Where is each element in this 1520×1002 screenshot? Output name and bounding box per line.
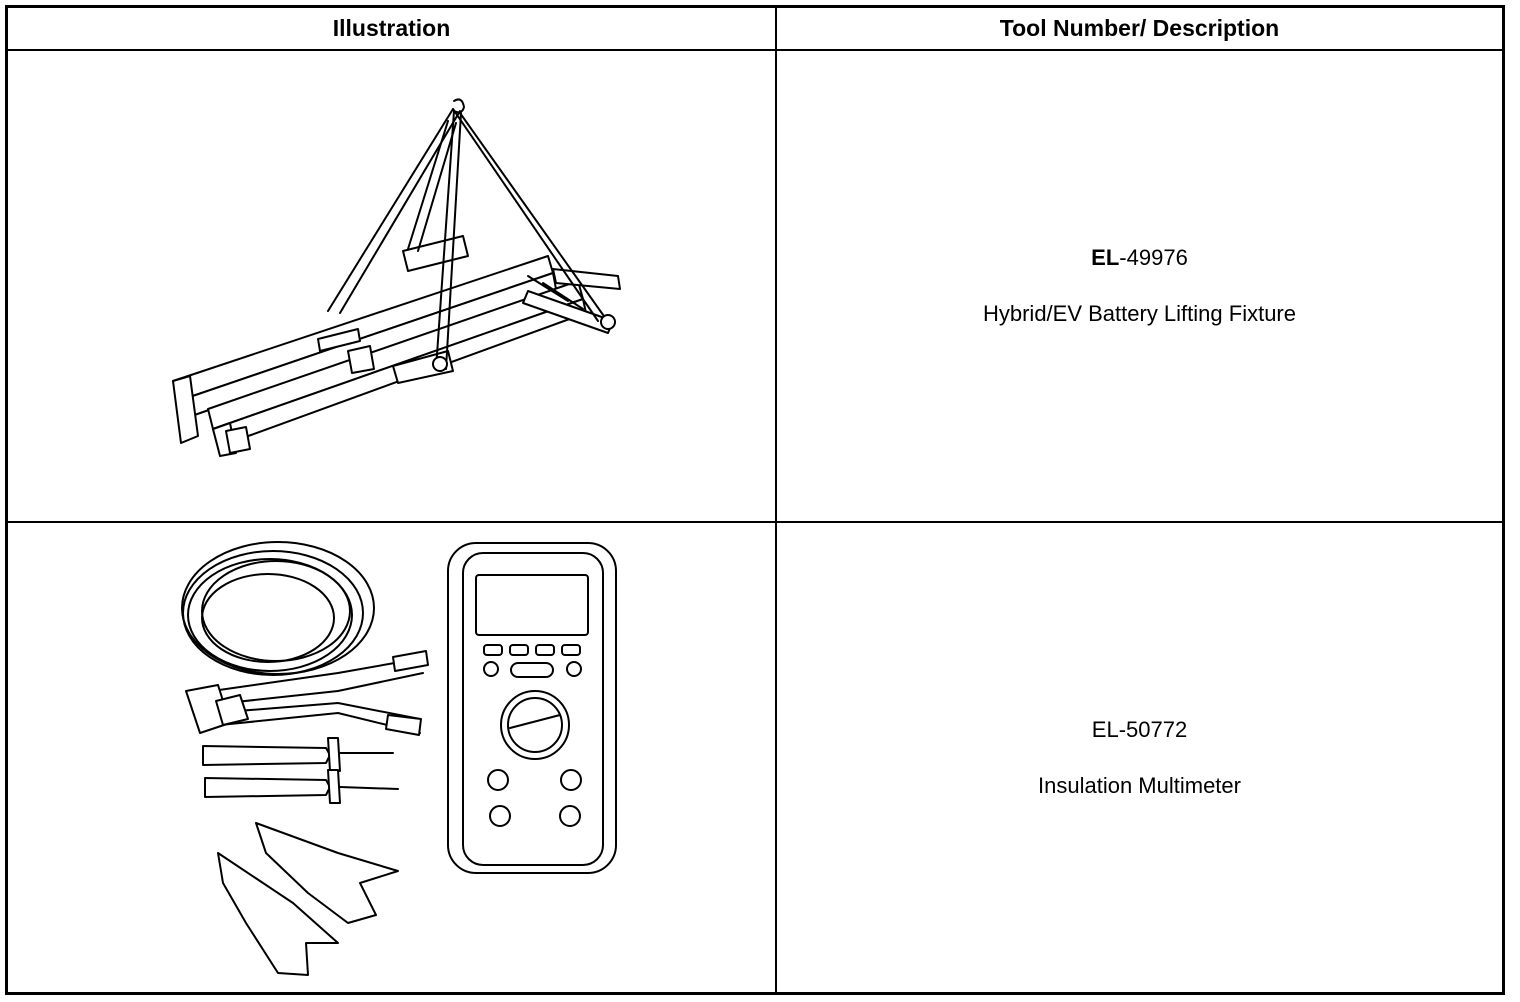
battery-lifting-fixture-icon (172, 98, 621, 457)
tool-number: EL-49976 (1091, 245, 1188, 271)
table-row: EL-49976 Hybrid/EV Battery Lifting Fixtu… (8, 51, 1502, 523)
tool-description: Hybrid/EV Battery Lifting Fixture (982, 301, 1296, 326)
header-illustration: Illustration (332, 15, 451, 41)
illustration-cell (8, 523, 775, 992)
insulation-multimeter-icon (181, 541, 617, 976)
table-row: EL-50772 Insulation Multimeter (8, 523, 1502, 992)
tool-number: EL-50772 (1091, 716, 1188, 742)
tool-number-suffix: -49976 (1119, 245, 1188, 270)
tool-description: Insulation Multimeter (1038, 772, 1241, 798)
table-header-row: Illustration Tool Number/ Description (8, 8, 1502, 51)
tool-description-cell: EL-49976 Hybrid/EV Battery Lifting Fixtu… (777, 51, 1502, 521)
tool-description-cell: EL-50772 Insulation Multimeter (777, 523, 1502, 992)
tool-number-prefix: EL (1091, 245, 1120, 270)
column-divider (775, 8, 777, 992)
illustration-cell (8, 51, 775, 521)
header-tool-description: Tool Number/ Description (999, 15, 1280, 41)
tool-table: Illustration Tool Number/ Description (5, 5, 1505, 995)
